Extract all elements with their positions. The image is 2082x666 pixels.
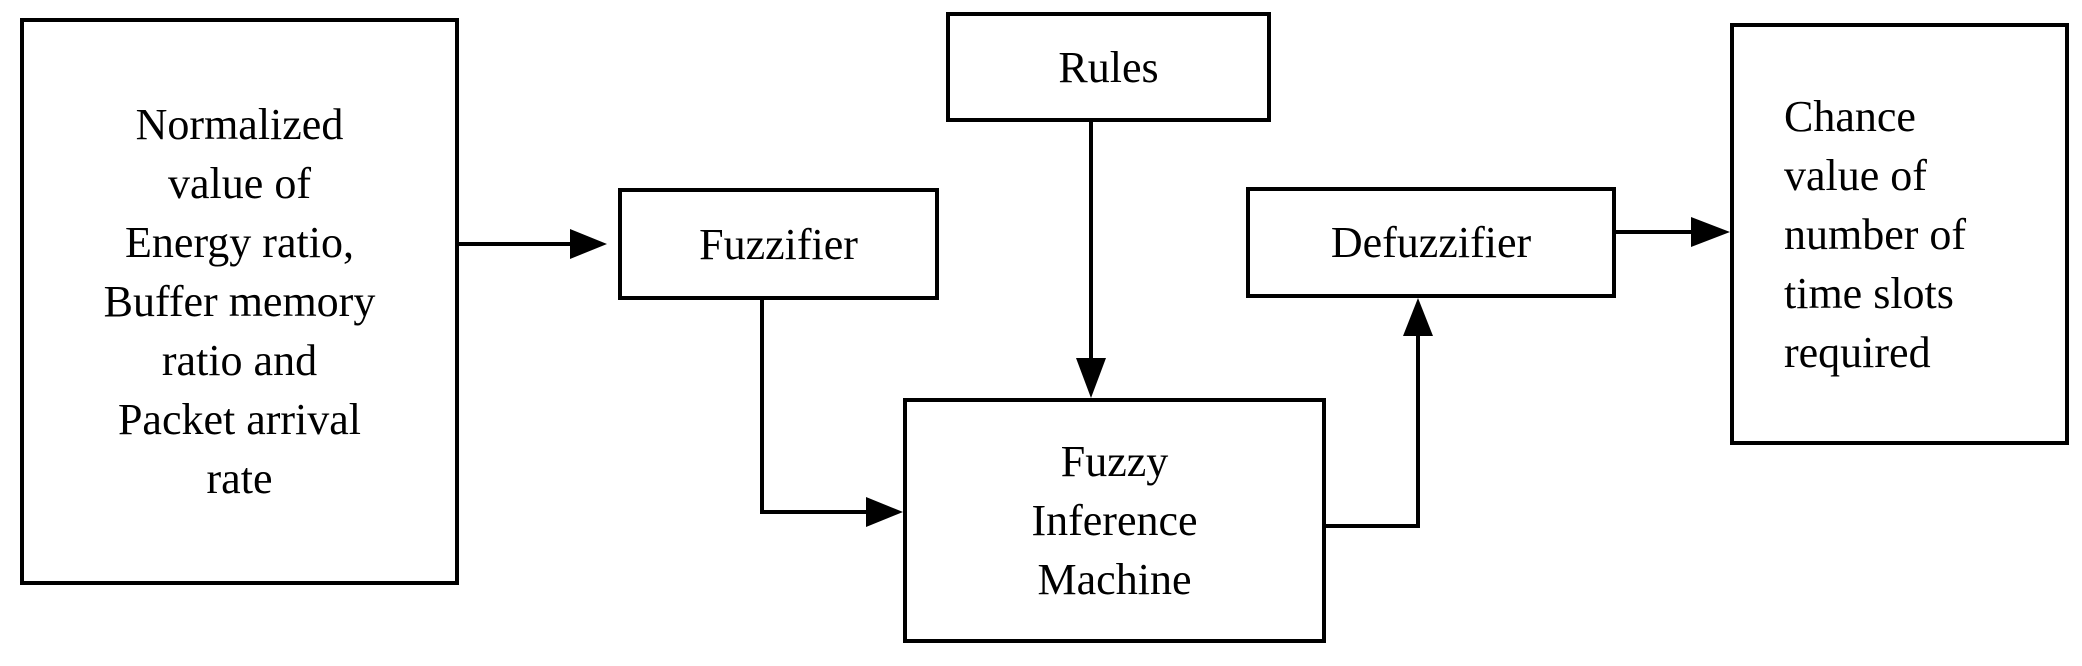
inference-line: Fuzzy xyxy=(1060,437,1169,486)
output-box: Chance value of number of time slots req… xyxy=(1730,23,2069,445)
inference-line: Inference xyxy=(1031,496,1198,545)
output-line: time slots xyxy=(1784,268,1954,318)
input-box-text: Normalized value of Energy ratio, Buffer… xyxy=(24,22,455,581)
arrowhead-inference-top xyxy=(1076,358,1106,398)
input-line: rate xyxy=(206,454,273,503)
inference-line: Machine xyxy=(1037,555,1192,604)
input-line: ratio and xyxy=(161,336,318,385)
arrowhead-fuzzifier xyxy=(570,229,607,259)
output-line: number of xyxy=(1784,209,1967,259)
input-line: Normalized xyxy=(135,100,344,149)
edge-fuzzifier-to-inference xyxy=(760,300,872,514)
arrowhead-output xyxy=(1691,217,1730,247)
inference-box: Fuzzy Inference Machine xyxy=(903,398,1326,643)
input-line: value of xyxy=(168,159,311,208)
defuzzifier-box: Defuzzifier xyxy=(1246,187,1616,298)
fuzzifier-box: Fuzzifier xyxy=(618,188,939,300)
arrowhead-defuzzifier xyxy=(1403,298,1433,336)
edge-inference-to-defuzzifier xyxy=(1326,330,1420,528)
fuzzifier-label: Fuzzifier xyxy=(699,219,858,269)
input-line: Energy ratio, xyxy=(125,218,354,267)
output-line: Chance xyxy=(1784,91,1916,141)
output-line: required xyxy=(1784,327,1931,377)
output-box-text: Chance value of number of time slots req… xyxy=(1784,27,2065,441)
arrowhead-inference-left xyxy=(866,497,903,527)
defuzzifier-label: Defuzzifier xyxy=(1330,218,1532,267)
input-line: Packet arrival xyxy=(117,395,362,444)
rules-label: Rules xyxy=(1058,42,1159,92)
rules-box: Rules xyxy=(946,12,1271,122)
input-line: Buffer memory xyxy=(103,277,376,326)
output-line: value of xyxy=(1784,150,1927,200)
input-box: Normalized value of Energy ratio, Buffer… xyxy=(20,18,459,585)
